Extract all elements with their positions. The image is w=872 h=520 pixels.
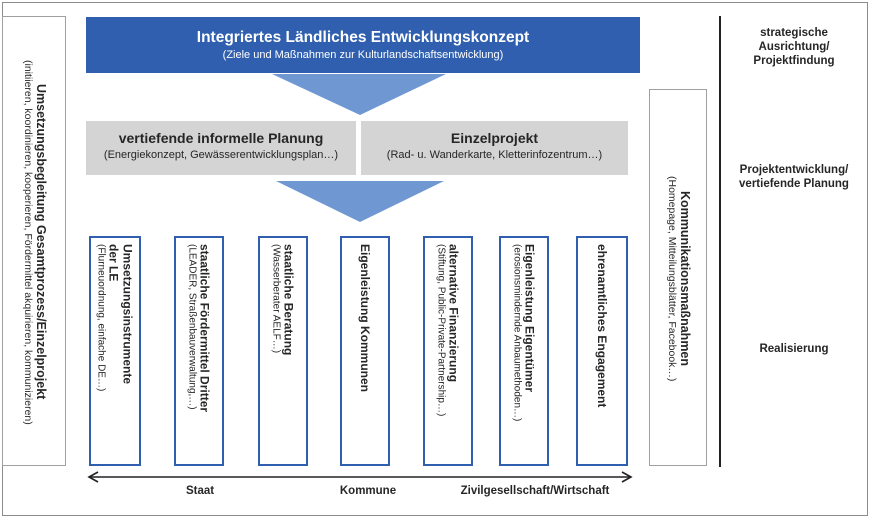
triangle-arrow-middle [276,181,444,222]
phase-development-line-2: vertiefende Planung [739,178,849,190]
column-1-title: Umsetzungsinstrumente [120,244,135,385]
phase-development: Projektentwicklung/ vertiefende Planung [724,163,864,191]
left-side-sub: (initiieren, koordinieren, kooperieren, … [22,59,34,425]
top-subtitle: (Ziele und Maßnahmen zur Kulturlandschaf… [222,49,504,61]
top-title: Integriertes Ländliches Entwicklungskonz… [196,29,530,46]
phase-realization: Realisierung [724,342,864,356]
label-staat: Staat [185,485,215,497]
triangle-arrow-top [272,74,446,115]
phase-divider-line [719,16,721,467]
phase-strategic-line-2: Ausrichtung/ [758,41,830,53]
right-side-box: Kommunikationsmaßnahmen (Homepage, Mitte… [649,89,707,466]
left-side-title: Umsetzungsbegleitung Gesamtprozess/Einze… [34,84,48,400]
label-kommune: Kommune [339,485,397,497]
column-box-1: Umsetzungsinstrumente der LE (Flurneuord… [89,236,141,466]
column-1-sub: (Flurneuordnung, einfache DE…) [95,244,107,392]
single-project-box: Einzelprojekt (Rad- u. Wanderkarte, Klet… [361,121,628,175]
informal-planning-title: vertiefende informelle Planung [118,130,324,146]
column-box-3: staatliche Beratung (Wasserberater AELF…… [258,236,308,466]
label-zivilgesellschaft: Zivilgesellschaft/Wirtschaft [460,485,610,497]
column-4-title: Eigenleistung Kommunen [358,244,372,393]
column-3-sub: (Wasserberater AELF…) [270,244,282,354]
column-5-sub: (Stiftung, Public-Private-Partnership…) [435,244,447,417]
column-1-title-2: der LE [106,244,121,282]
bottom-arrows [87,471,633,483]
column-box-7: ehrenamtliches Engagement [576,236,628,466]
top-banner: Integriertes Ländliches Entwicklungskonz… [86,17,640,73]
single-project-sub: (Rad- u. Wanderkarte, Kletterinfozentrum… [386,149,603,161]
column-2-sub: (LEADER, Straßenbauverwaltung,…) [186,244,198,410]
right-side-title: Kommunikationsmaßnahmen [678,190,692,367]
right-side-sub: (Homepage, Mitteilungsblätter, Facebook…… [666,175,678,382]
column-2-title: staatliche Fördermittel Dritter [197,244,212,413]
column-box-4: Eigenleistung Kommunen [340,236,390,466]
column-box-6: Eigenleistung Eigentümer (erosionsminder… [499,236,549,466]
informal-planning-sub: (Energiekonzept, Gewässerentwicklungspla… [103,149,339,161]
phase-strategic-line-1: strategische [760,27,828,39]
single-project-title: Einzelprojekt [450,130,539,146]
column-7-title: ehrenamtliches Engagement [595,244,609,408]
left-side-box: Umsetzungsbegleitung Gesamtprozess/Einze… [2,16,66,466]
informal-planning-box: vertiefende informelle Planung (Energiek… [86,121,356,175]
column-5-title: alternative Finanzierung [446,244,461,383]
phase-realization-line-1: Realisierung [759,343,829,355]
phase-development-line-1: Projektentwicklung/ [739,164,849,176]
column-box-5: alternative Finanzierung (Stiftung, Publ… [423,236,473,466]
column-6-sub: (erosionsmindernde Anbaumethoden…) [511,244,523,422]
column-6-title: Eigenleistung Eigentümer [522,244,537,393]
column-box-2: staatliche Fördermittel Dritter (LEADER,… [174,236,224,466]
phase-strategic-line-3: Projektfindung [753,55,835,67]
phase-strategic: strategische Ausrichtung/ Projektfindung [724,26,864,68]
column-3-title: staatliche Beratung [281,244,296,356]
